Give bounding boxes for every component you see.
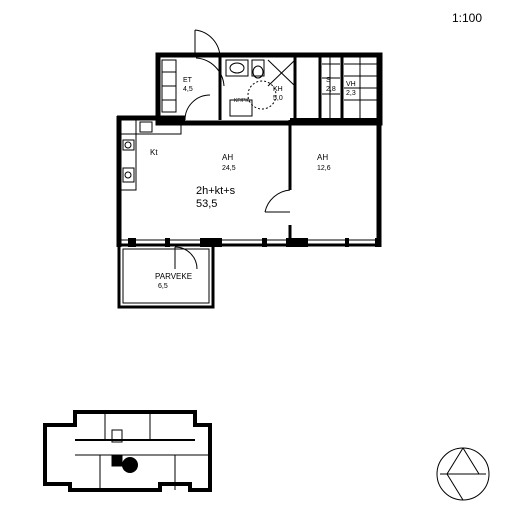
room-area-vh: 2,3: [346, 90, 356, 97]
window-marks: [128, 238, 381, 247]
room-labels: ET 4,5 KH 5,0 S 2,8 VH 2,3 Kt AH 24,5 AH…: [150, 77, 356, 290]
apartment-area: 53,5: [196, 198, 217, 210]
entrance-closet: [161, 57, 225, 121]
apartment-type: 2h+kt+s: [196, 185, 236, 197]
balcony: [117, 243, 215, 309]
laundry-label: KP/PK: [234, 98, 249, 104]
walkin-closet-shelves: [344, 57, 377, 118]
room-code-ah-living: AH: [222, 153, 233, 162]
key-plan-stair-marker: [122, 457, 138, 473]
room-code-kh: KH: [273, 86, 283, 93]
scale-label: 1:100: [452, 11, 482, 25]
room-code-parveke: PARVEKE: [155, 272, 192, 281]
room-code-kt: Kt: [150, 148, 158, 157]
room-area-ah-living: 24,5: [222, 165, 236, 172]
bathroom-fixtures: [225, 59, 296, 117]
north-arrow: [436, 447, 490, 501]
room-area-s: 2,8: [326, 86, 336, 93]
room-code-ah-bedroom: AH: [317, 153, 328, 162]
room-code-et: ET: [183, 77, 193, 84]
bedroom-door: [264, 189, 291, 213]
entrance-door: [194, 29, 221, 59]
room-code-vh: VH: [346, 81, 356, 88]
key-plan: [43, 410, 212, 492]
room-area-parveke: 6,5: [158, 283, 168, 290]
room-area-et: 4,5: [183, 86, 193, 93]
room-code-s: S: [326, 77, 331, 84]
sauna-benches: [322, 57, 340, 120]
room-area-kh: 5,0: [273, 95, 283, 102]
kitchen-counter: [120, 119, 182, 191]
room-area-ah-bedroom: 12,6: [317, 165, 331, 172]
